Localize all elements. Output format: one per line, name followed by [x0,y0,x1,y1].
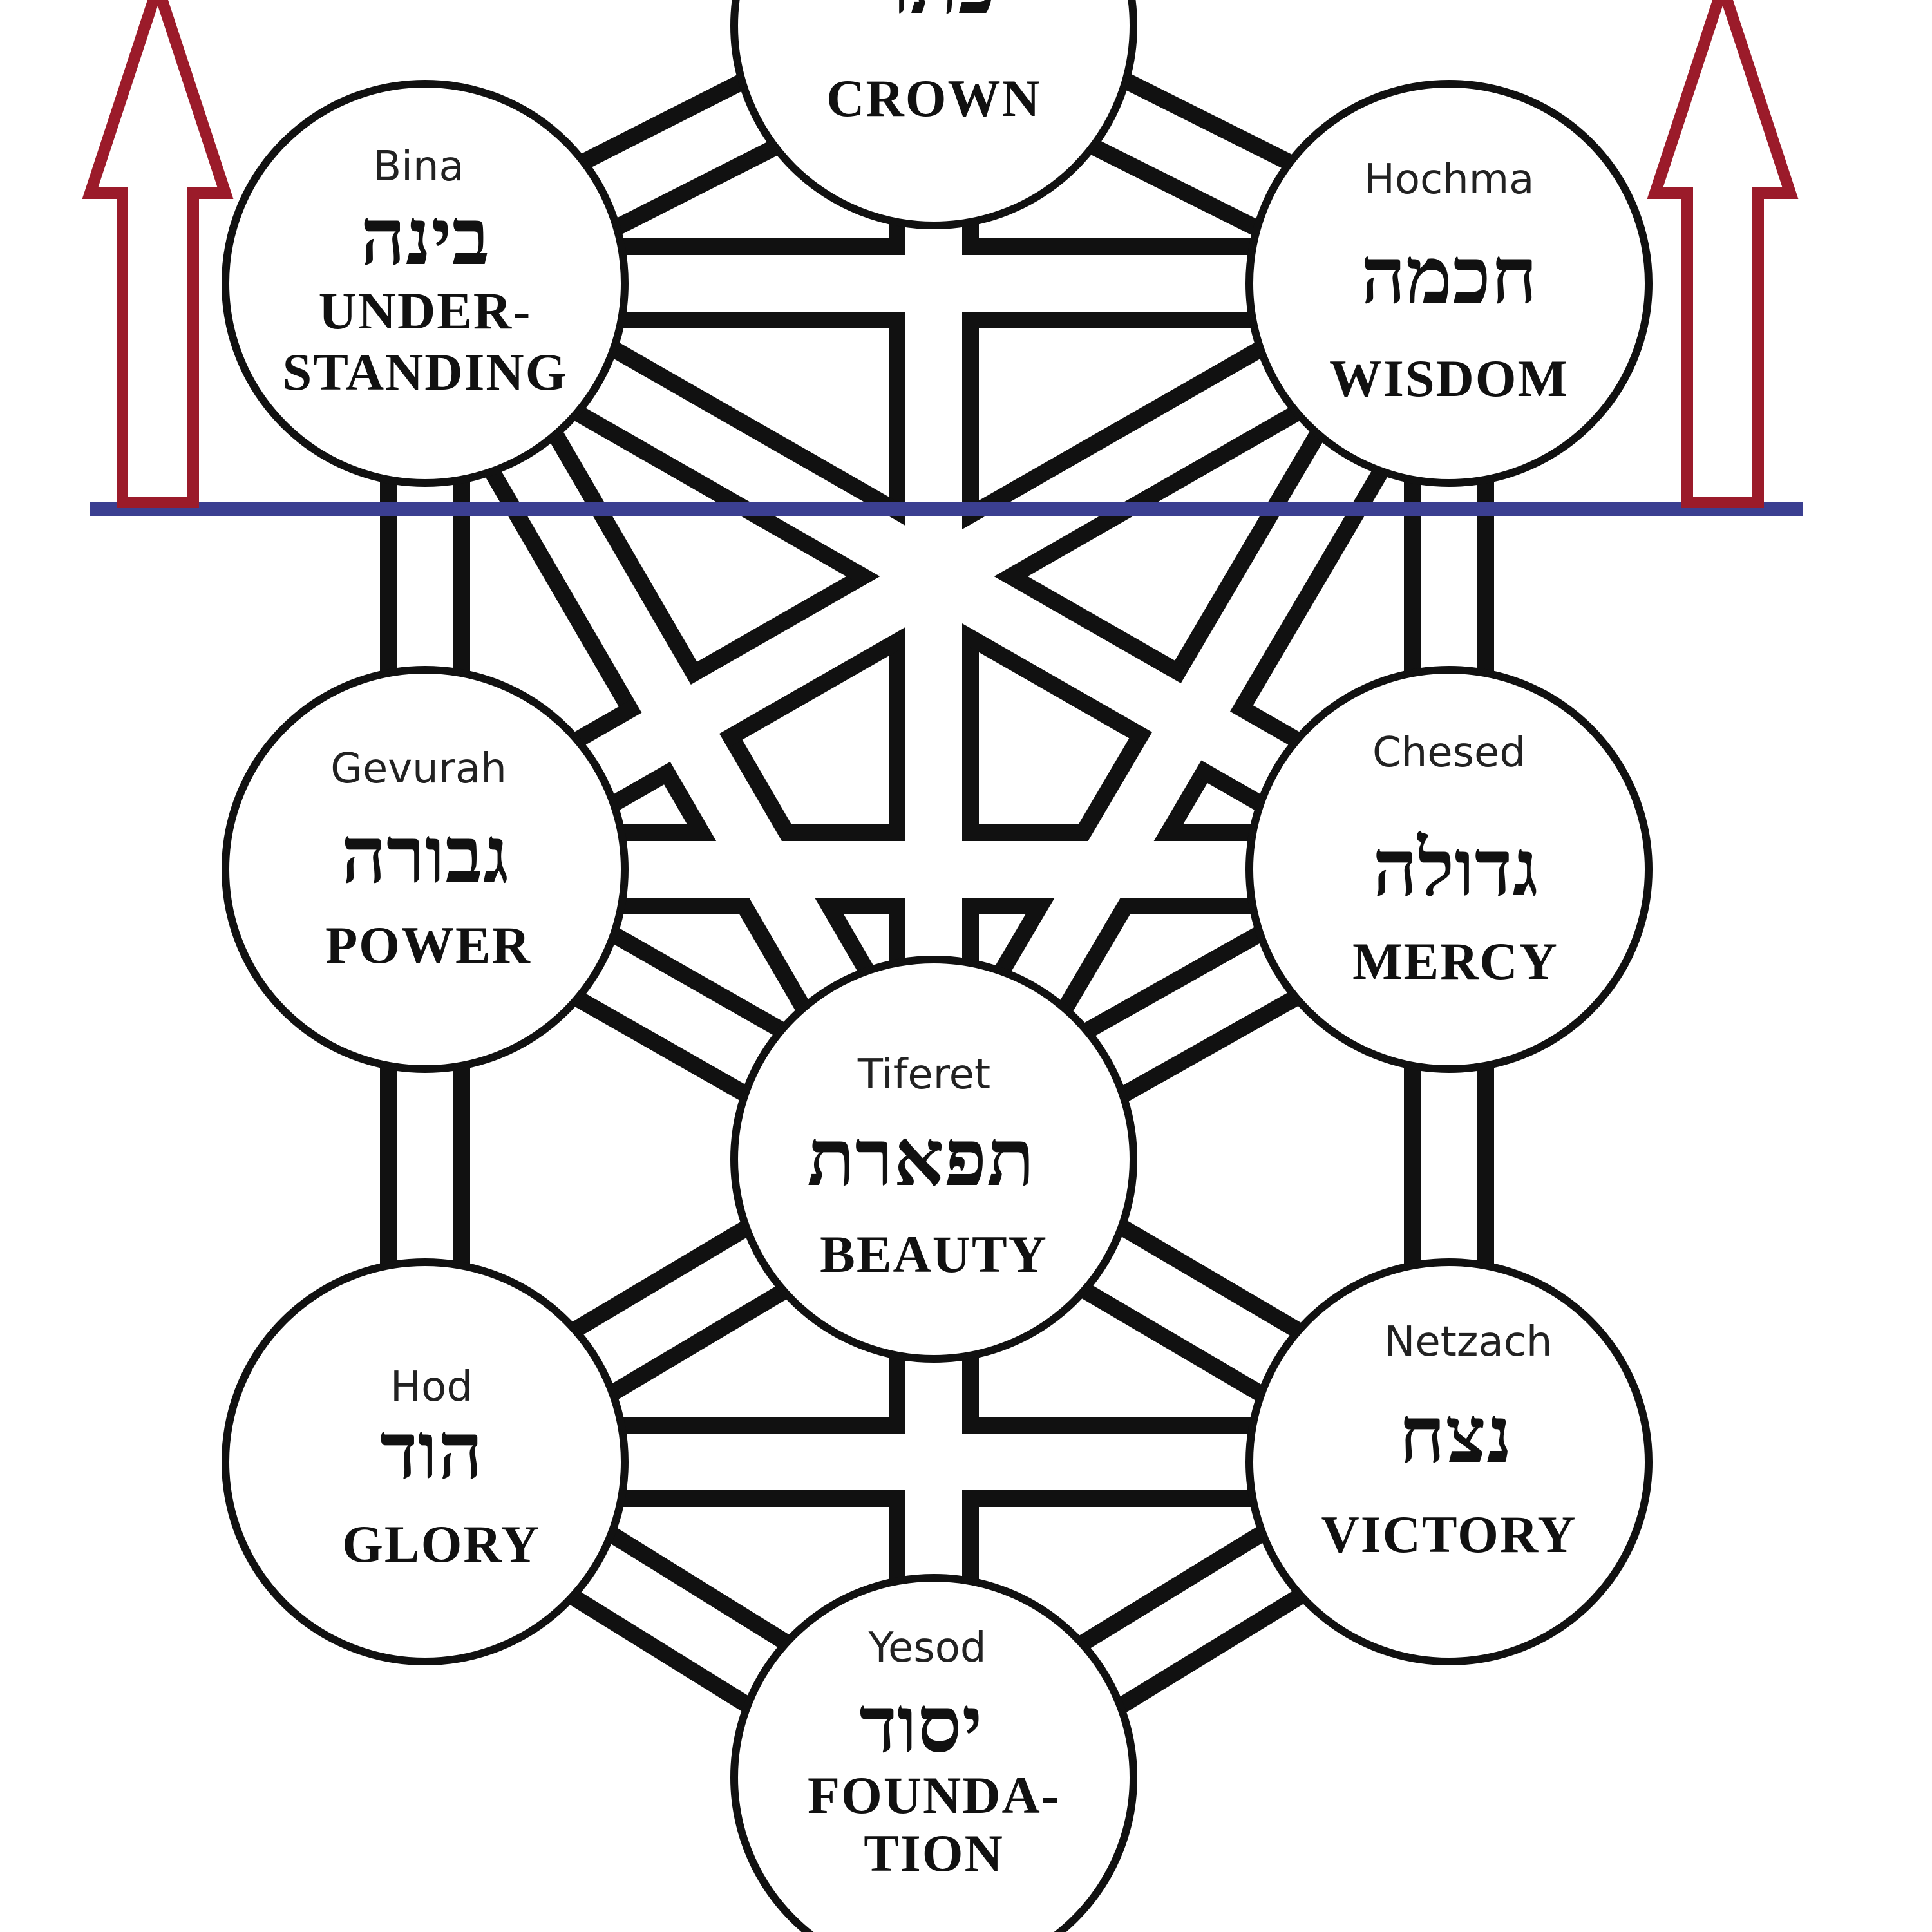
sefira-gevurah-hebrew: גבורה [341,808,509,901]
sefira-yesod: Yesod יסוד FOUNDA- TION [730,1574,1137,1932]
sefira-bina-hebrew: בינה [361,190,490,283]
sefira-hod-english: GLORY [342,1515,540,1573]
sefira-gevurah-english: POWER [325,916,531,974]
sefira-hod: Hod הוד GLORY [222,1258,629,1665]
sefira-hochma: Hochma חכמה WISDOM [1245,80,1653,487]
sefira-gevurah-circle [222,666,629,1073]
sefira-bina: Bina בינה UNDER- STANDING [222,80,629,487]
sefira-yesod-transliteration: Yesod [867,1624,986,1672]
sefira-yesod-english-line1: FOUNDA- [808,1766,1060,1824]
sefira-keter-hebrew: כתר [871,0,996,32]
sefira-netzach-transliteration: Netzach [1385,1318,1553,1366]
sefira-chesed-transliteration: Chesed [1372,729,1526,777]
sefira-tiferet-english: BEAUTY [820,1225,1048,1283]
sefira-hochma-hebrew: חכמה [1361,229,1537,321]
sefira-bina-transliteration: Bina [373,143,464,191]
sefira-keter-english: CROWN [826,69,1041,128]
sefira-tiferet: Tiferet תפארת BEAUTY [730,956,1137,1363]
sefira-netzach: Netzach נצח VICTORY [1245,1258,1653,1665]
sefira-hod-hebrew: הוד [380,1404,483,1497]
sefira-chesed-english: MERCY [1352,932,1558,990]
sefira-hod-transliteration: Hod [390,1363,473,1411]
sefira-yesod-hebrew: יסוד [859,1678,982,1770]
sefira-hochma-transliteration: Hochma [1364,156,1535,204]
sefira-netzach-circle [1245,1258,1653,1665]
sefira-hochma-circle [1245,80,1653,487]
sefira-hod-circle [222,1258,629,1665]
sefira-bina-english-line2: STANDING [283,343,568,401]
sefira-netzach-english: VICTORY [1321,1505,1577,1564]
sefira-yesod-english-line2: TION [864,1824,1004,1882]
sefira-bina-circle [222,80,629,487]
sefira-chesed: Chesed גדולה MERCY [1245,666,1653,1073]
sefira-chesed-circle [1245,666,1653,1073]
sefira-tiferet-transliteration: Tiferet [857,1051,990,1099]
sefira-hochma-english: WISDOM [1329,349,1569,408]
sefira-chesed-hebrew: גדולה [1372,821,1538,914]
sefira-tiferet-circle [730,956,1137,1363]
sefira-tiferet-hebrew: תפארת [807,1111,1034,1204]
right-up-arrow-icon [1647,0,1799,508]
sefira-keter: כתר CROWN [730,0,1137,229]
sefira-gevurah-transliteration: Gevurah [330,745,507,793]
sefira-yesod-circle [730,1574,1137,1932]
sefira-bina-english-line1: UNDER- [319,281,532,340]
sefira-netzach-hebrew: נצח [1399,1388,1512,1481]
sefira-keter-circle [730,0,1137,229]
sefira-gevurah: Gevurah גבורה POWER [222,666,629,1073]
left-up-arrow-icon [82,0,234,508]
